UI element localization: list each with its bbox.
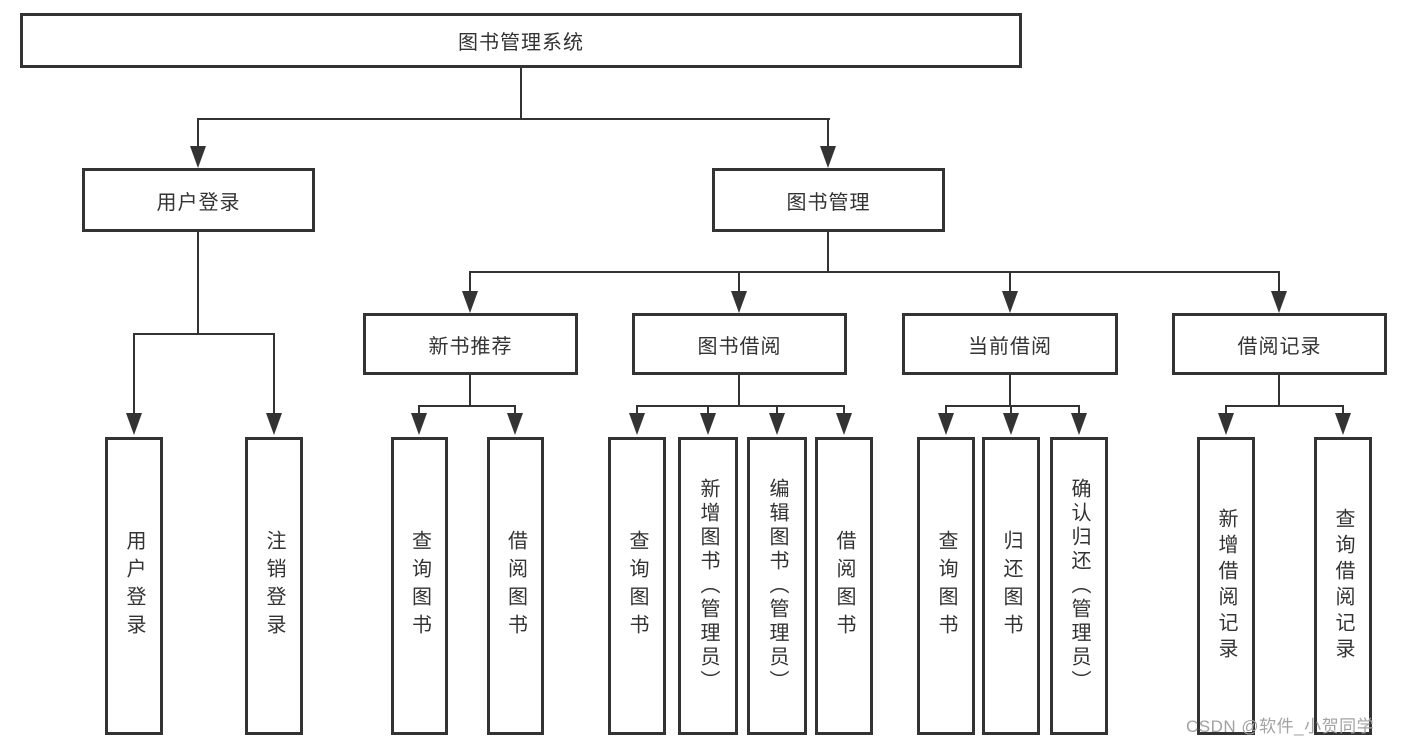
- connector-line: [469, 375, 471, 407]
- arrow-down-icon: [1003, 413, 1019, 435]
- node-cb-query-books: 查询图书: [917, 437, 975, 735]
- node-borrow-records: 借阅记录: [1172, 313, 1387, 375]
- connector-line: [1078, 405, 1080, 415]
- node-book-management: 图书管理: [712, 168, 945, 232]
- arrow-down-icon: [1271, 291, 1287, 313]
- node-br-add-record: 新增借阅记录: [1197, 437, 1255, 735]
- connector-line: [738, 271, 740, 293]
- arrow-down-icon: [836, 413, 852, 435]
- arrow-down-icon: [1002, 291, 1018, 313]
- arrow-down-icon: [731, 291, 747, 313]
- connector-line: [1342, 405, 1344, 415]
- arrow-down-icon: [266, 413, 282, 435]
- arrow-down-icon: [411, 413, 427, 435]
- connector-line: [520, 68, 522, 120]
- connector-line: [707, 405, 709, 415]
- node-new-book-recommend: 新书推荐: [363, 313, 578, 375]
- node-bb-add-books-admin: 新增图书（管理员）: [678, 437, 738, 735]
- node-bb-query-books: 查询图书: [608, 437, 666, 735]
- arrow-down-icon: [190, 146, 206, 168]
- node-cb-return-books: 归还图书: [982, 437, 1040, 735]
- arrow-down-icon: [126, 413, 142, 435]
- node-current-borrow: 当前借阅: [902, 313, 1118, 375]
- connector-line: [133, 333, 135, 415]
- node-br-query-record: 查询借阅记录: [1314, 437, 1372, 735]
- arrow-down-icon: [1335, 413, 1351, 435]
- connector-line: [1225, 405, 1227, 415]
- connector-line: [197, 118, 830, 120]
- node-book-borrow: 图书借阅: [632, 313, 847, 375]
- connector-line: [827, 118, 829, 148]
- connector-line: [827, 232, 829, 273]
- connector-line: [738, 375, 740, 407]
- connector-line: [133, 333, 274, 335]
- arrow-down-icon: [938, 413, 954, 435]
- arrow-down-icon: [462, 291, 478, 313]
- connector-line: [469, 271, 471, 293]
- arrow-down-icon: [1218, 413, 1234, 435]
- arrow-down-icon: [507, 413, 523, 435]
- connector-line: [418, 405, 516, 407]
- node-logout: 注销登录: [245, 437, 303, 735]
- connector-line: [469, 271, 1280, 273]
- node-bb-borrow-books: 借阅图书: [815, 437, 873, 735]
- node-user-login: 用户登录: [82, 168, 315, 232]
- node-cb-confirm-return-admin: 确认归还（管理员）: [1050, 437, 1108, 735]
- connector-line: [1278, 271, 1280, 293]
- connector-line: [197, 232, 199, 335]
- connector-line: [514, 405, 516, 415]
- connector-line: [636, 405, 844, 407]
- connector-line: [945, 405, 1079, 407]
- node-library-management-system: 图书管理系统: [20, 13, 1022, 68]
- node-user-login-leaf: 用户登录: [105, 437, 163, 735]
- arrow-down-icon: [769, 413, 785, 435]
- connector-line: [1278, 375, 1280, 407]
- connector-line: [1225, 405, 1343, 407]
- connector-line: [418, 405, 420, 415]
- arrow-down-icon: [700, 413, 716, 435]
- connector-line: [776, 405, 778, 415]
- connector-line: [1009, 375, 1011, 407]
- connector-line: [197, 118, 199, 148]
- node-nb-borrow-books: 借阅图书: [487, 437, 544, 735]
- watermark: CSDN @软件_小贺同学: [1186, 717, 1375, 736]
- connector-line: [273, 333, 275, 415]
- arrow-down-icon: [820, 146, 836, 168]
- connector-line: [636, 405, 638, 415]
- node-bb-edit-books-admin: 编辑图书（管理员）: [747, 437, 807, 735]
- connector-line: [1010, 405, 1012, 415]
- arrow-down-icon: [629, 413, 645, 435]
- connector-line: [843, 405, 845, 415]
- arrow-down-icon: [1071, 413, 1087, 435]
- connector-line: [1009, 271, 1011, 293]
- connector-line: [945, 405, 947, 415]
- node-nb-query-books: 查询图书: [391, 437, 448, 735]
